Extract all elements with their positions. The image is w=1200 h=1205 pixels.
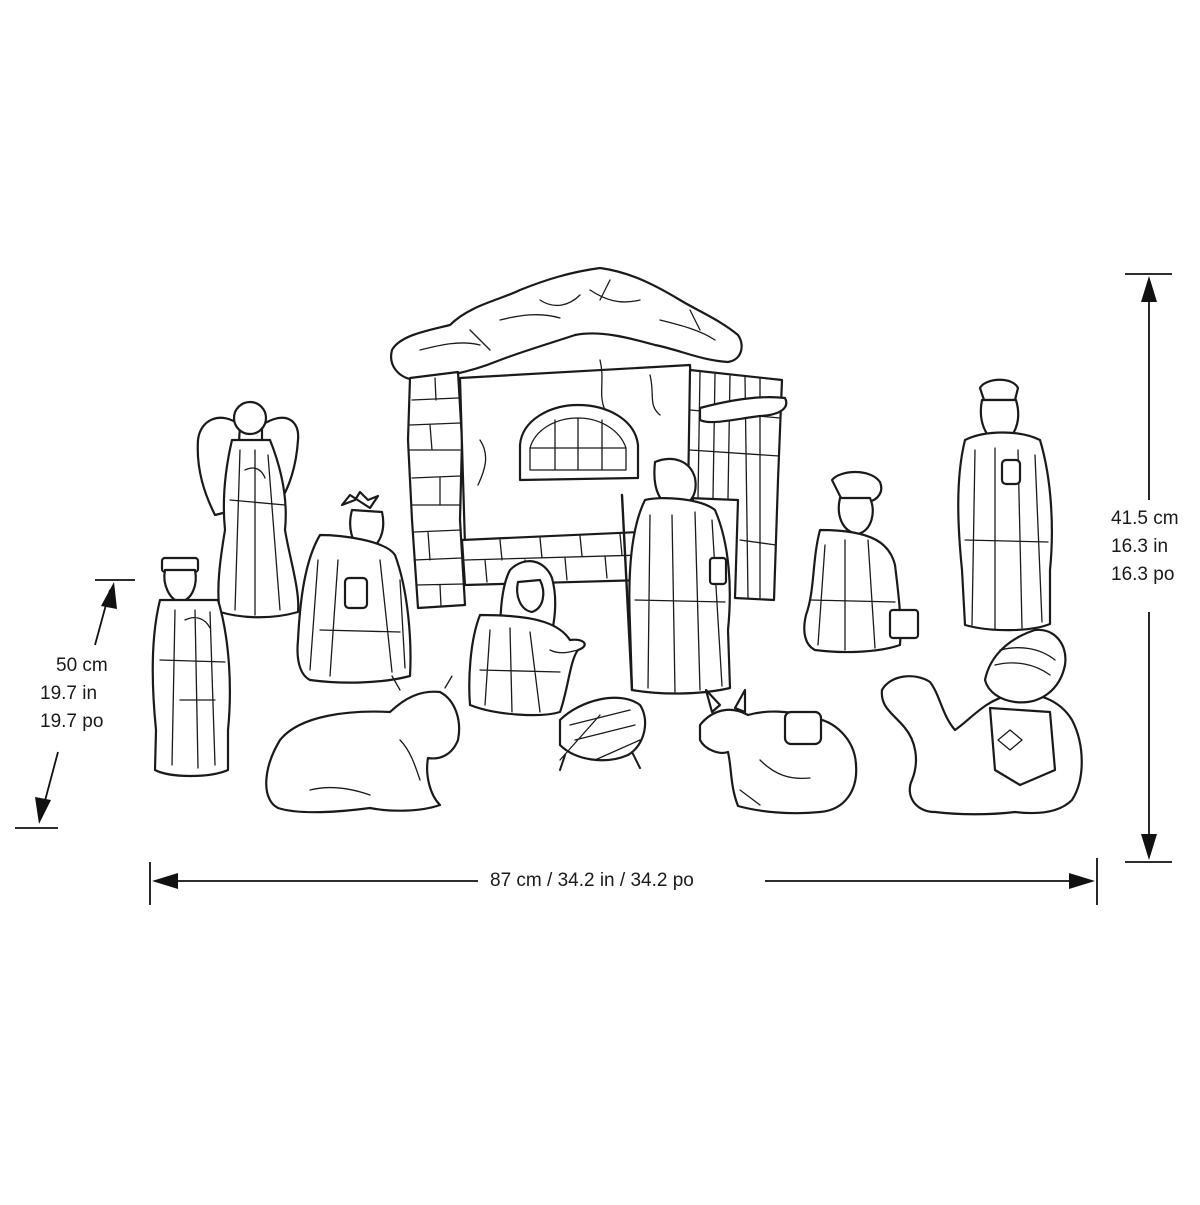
wise-man-standing xyxy=(957,378,1053,632)
figure-height-dimension-line xyxy=(15,579,135,829)
width-label: 87 cm / 34.2 in / 34.2 po xyxy=(490,870,694,891)
figure-height-label-in: 19.7 in xyxy=(40,683,98,704)
ox-body xyxy=(265,690,461,814)
height-dimension-line xyxy=(1125,273,1172,863)
height-arrow-bottom xyxy=(1141,834,1157,860)
height-arrow-top xyxy=(1141,276,1157,302)
width-arrow-left xyxy=(152,873,178,889)
figure-height-label-po: 19.7 po xyxy=(40,711,104,732)
figure-height-arrow-top xyxy=(101,582,117,609)
donkey-body xyxy=(698,708,858,815)
manger-figure xyxy=(558,696,647,771)
height-label-po: 16.3 po xyxy=(1111,564,1175,585)
figure-height-label-cm: 50 cm xyxy=(56,655,108,676)
stable-left-pillar xyxy=(406,370,467,610)
width-arrow-right xyxy=(1069,873,1095,889)
mary-figure xyxy=(468,560,586,717)
wise-man-right xyxy=(803,470,920,654)
shepherd-figure xyxy=(151,556,231,778)
joseph-robe xyxy=(628,497,732,695)
stable-window xyxy=(518,403,640,482)
wise-man-standing-robe xyxy=(957,431,1053,632)
stable-roof xyxy=(390,266,743,382)
manger xyxy=(558,696,647,762)
stable-low-wall xyxy=(460,530,647,587)
shepherd-robe xyxy=(151,598,231,778)
wise-man-left xyxy=(296,490,412,684)
donkey-figure xyxy=(698,688,858,815)
mary-robe xyxy=(468,613,586,717)
camel-figure xyxy=(880,628,1083,816)
joseph-figure xyxy=(620,457,732,695)
figure-height-arrow-bottom xyxy=(35,797,51,824)
angel-figure xyxy=(196,400,300,619)
height-label-in: 16.3 in xyxy=(1111,536,1169,557)
wise-man-right-robe xyxy=(803,528,902,654)
width-dimension-line xyxy=(149,858,1098,905)
height-label-cm: 41.5 cm xyxy=(1111,508,1179,529)
ox-figure xyxy=(265,675,461,814)
